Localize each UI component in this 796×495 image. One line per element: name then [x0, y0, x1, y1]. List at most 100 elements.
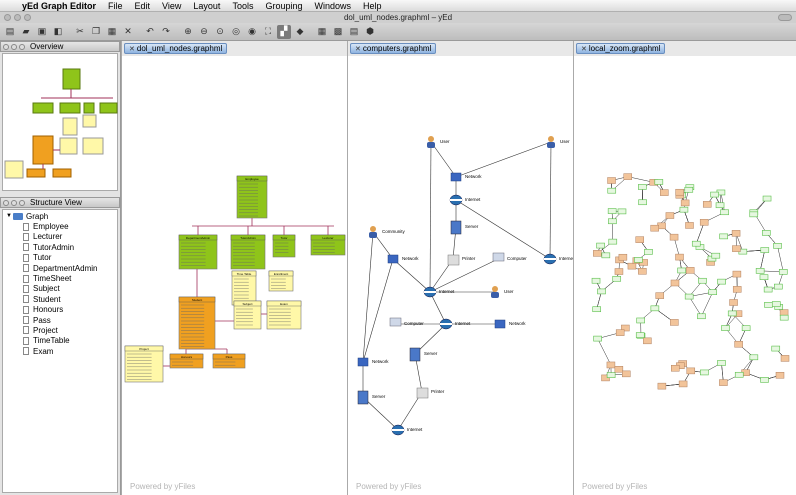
- copy-icon[interactable]: ❐: [91, 26, 101, 36]
- network-node-label: Server: [465, 224, 479, 229]
- tree-item[interactable]: Honours: [3, 305, 117, 315]
- tree-item[interactable]: Tutor: [3, 253, 117, 263]
- graph-node-peach: [719, 379, 728, 386]
- minimize-window-button[interactable]: [14, 14, 21, 21]
- menu-tools[interactable]: Tools: [232, 0, 254, 11]
- delete-icon[interactable]: ✕: [124, 26, 132, 36]
- zoom-out-icon[interactable]: ⊖: [200, 26, 208, 36]
- user-icon: [428, 136, 434, 142]
- tab-local-zoom[interactable]: ✕ local_zoom.graphml: [576, 43, 666, 54]
- graph-node-peach: [627, 262, 637, 270]
- edit-mode-icon[interactable]: ▞: [277, 24, 291, 39]
- panel-zoom-icon[interactable]: [19, 199, 25, 206]
- toolbar-toggle-button[interactable]: [778, 14, 792, 21]
- tree-item[interactable]: TutorAdmin: [3, 242, 117, 252]
- grid-icon[interactable]: ▦: [317, 26, 327, 36]
- graph-node-peach: [671, 364, 680, 372]
- layout-icon[interactable]: ⬢: [366, 26, 374, 36]
- graph-canvas-local-zoom[interactable]: Powered by yFiles: [574, 56, 796, 495]
- network-edge: [397, 391, 423, 431]
- table-icon[interactable]: ▤: [349, 26, 359, 36]
- fit-content-icon[interactable]: ⛶: [264, 26, 272, 36]
- tab-close-icon[interactable]: ✕: [129, 45, 135, 53]
- graph-node-peach: [699, 219, 709, 226]
- snap-grid-icon[interactable]: ▩: [333, 26, 343, 36]
- panel-close-icon[interactable]: [3, 43, 9, 50]
- zoom-area-icon[interactable]: ⊙: [216, 26, 224, 36]
- graph-node-peach: [670, 319, 679, 326]
- tree-item[interactable]: TimeTable: [3, 336, 117, 346]
- tree-item[interactable]: Project: [3, 325, 117, 335]
- tree-root-label: Graph: [26, 211, 49, 221]
- network-node-label: Network: [465, 174, 482, 179]
- random-graph: [591, 173, 790, 390]
- tree-item[interactable]: Pass: [3, 315, 117, 325]
- navigate-mode-icon[interactable]: ◆: [296, 26, 304, 36]
- app-name[interactable]: yEd Graph Editor: [22, 0, 97, 11]
- tree-item[interactable]: TimeSheet: [3, 273, 117, 283]
- zoom-window-button[interactable]: [24, 14, 31, 21]
- tree-item[interactable]: Exam: [3, 346, 117, 356]
- internet-band-icon: [544, 258, 556, 260]
- node-document-icon: [23, 274, 29, 283]
- tree-item[interactable]: DepartmentAdmin: [3, 263, 117, 273]
- user-body-icon: [369, 232, 377, 238]
- panel-close-icon[interactable]: [3, 199, 9, 206]
- tab-dol-uml-nodes[interactable]: ✕ dol_uml_nodes.graphml: [124, 43, 228, 54]
- network-switch-icon: [357, 357, 369, 367]
- tab-close-icon[interactable]: ✕: [355, 45, 361, 53]
- menu-layout[interactable]: Layout: [193, 0, 221, 11]
- new-document-icon[interactable]: ▤: [5, 26, 15, 36]
- cut-icon[interactable]: ✂: [76, 26, 84, 36]
- menu-help[interactable]: Help: [363, 0, 382, 11]
- menu-file[interactable]: File: [108, 0, 123, 11]
- graph-node-green: [677, 267, 686, 274]
- panel-minimize-icon[interactable]: [11, 199, 17, 206]
- open-folder-icon[interactable]: ▰: [22, 26, 30, 36]
- overview-graph: [4, 68, 118, 179]
- zoom-fit-icon[interactable]: ◎: [232, 26, 240, 36]
- tree-item[interactable]: Employee: [3, 221, 117, 231]
- tree-item[interactable]: Student: [3, 294, 117, 304]
- overview-canvas[interactable]: [2, 53, 118, 191]
- export-icon[interactable]: ◧: [53, 26, 63, 36]
- close-window-button[interactable]: [4, 14, 11, 21]
- tree-item-label: Tutor: [33, 253, 52, 263]
- zoom-in-icon[interactable]: ⊕: [184, 26, 192, 36]
- tab-close-icon[interactable]: ✕: [581, 45, 587, 53]
- paste-icon[interactable]: ▦: [107, 26, 117, 36]
- save-icon[interactable]: ▣: [37, 26, 47, 36]
- disclosure-triangle-icon[interactable]: ▼: [6, 213, 12, 220]
- network-edge: [362, 396, 399, 431]
- redo-icon[interactable]: ↷: [162, 26, 170, 36]
- zoom-selection-icon[interactable]: ◉: [248, 26, 256, 36]
- node-document-icon: [23, 253, 29, 262]
- tree-item[interactable]: Lecturer: [3, 232, 117, 242]
- graph-folder-icon: [13, 212, 23, 220]
- graph-node-peach: [732, 270, 742, 278]
- graph-node-green: [719, 233, 728, 240]
- tab-computers[interactable]: ✕ computers.graphml: [350, 43, 437, 54]
- graph-node-peach: [643, 337, 652, 345]
- uml-class-header: [236, 175, 268, 182]
- menu-grouping[interactable]: Grouping: [265, 0, 303, 11]
- graph-node-peach: [734, 340, 743, 348]
- panel-minimize-icon[interactable]: [11, 43, 17, 50]
- panel-zoom-icon[interactable]: [19, 43, 25, 50]
- graph-node-green: [592, 306, 602, 313]
- network-switch-icon: [494, 319, 506, 329]
- tree-item[interactable]: Subject: [3, 284, 117, 294]
- user-icon: [492, 286, 498, 292]
- graph-node-green: [684, 293, 694, 300]
- graph-node-peach: [780, 355, 790, 362]
- undo-icon[interactable]: ↶: [146, 26, 154, 36]
- menu-windows[interactable]: Windows: [314, 0, 351, 11]
- internet-band-icon: [392, 429, 404, 431]
- graph-node-green: [601, 252, 611, 259]
- tree-root[interactable]: ▼ Graph: [3, 211, 117, 221]
- window-controls: [4, 14, 31, 21]
- menu-edit[interactable]: Edit: [134, 0, 151, 11]
- menu-view[interactable]: View: [162, 0, 182, 11]
